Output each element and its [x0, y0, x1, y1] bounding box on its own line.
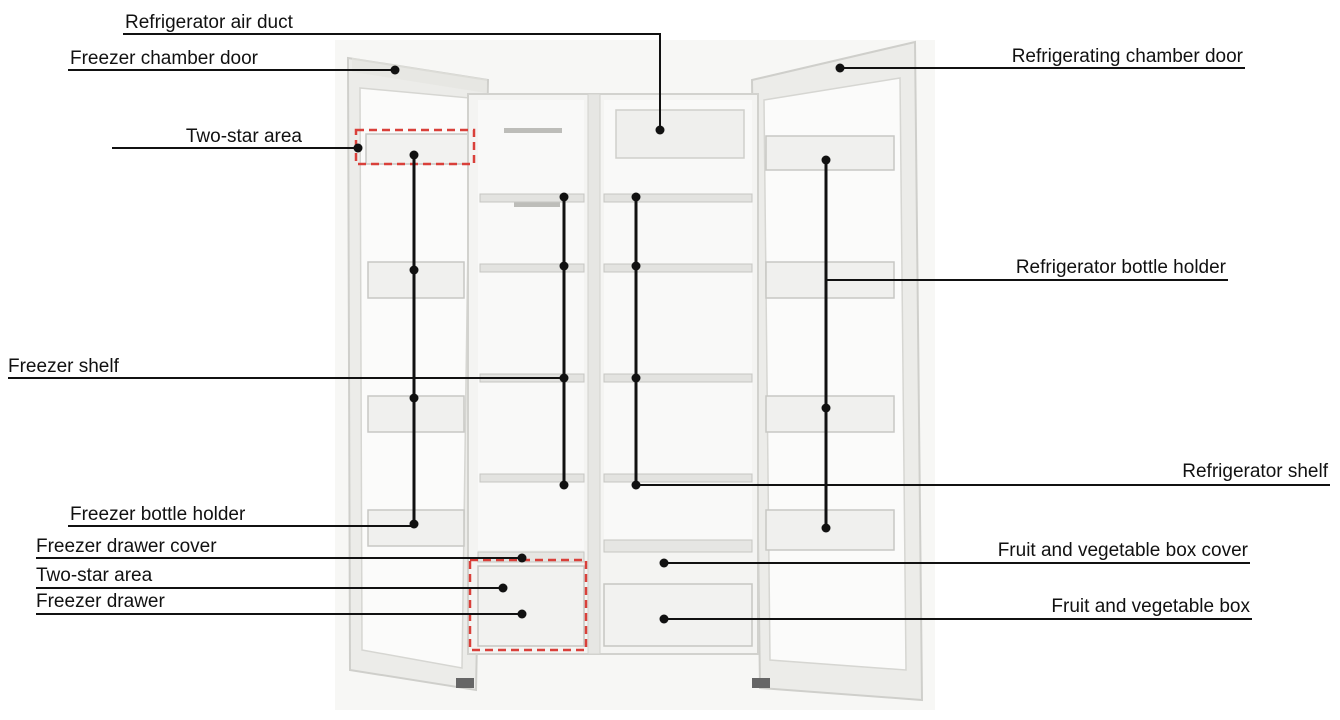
fruit-box-shape: [604, 584, 752, 646]
dot-fridge-shelf-4: [632, 481, 641, 490]
dot-air-duct: [656, 126, 665, 135]
dot-freezer-drawer: [518, 610, 527, 619]
fridge-door-bin: [766, 136, 894, 170]
dot-freezer-bin-4: [410, 520, 419, 529]
dot-fridge-shelf-1: [632, 193, 641, 202]
dot-freezer-shelf-2: [560, 262, 569, 271]
dot-freezer-drawer-cover: [518, 554, 527, 563]
label-fruit-vegetable-box-cover: Fruit and vegetable box cover: [998, 540, 1249, 561]
label-fruit-vegetable-box: Fruit and vegetable box: [1051, 596, 1250, 617]
fruit-box-cover-shape: [604, 540, 752, 552]
label-freezer-chamber-door: Freezer chamber door: [70, 48, 259, 69]
freezer-drawer-shape: [478, 566, 584, 646]
freezer-shelf-glass: [480, 194, 584, 202]
cabinet-interior: [468, 94, 758, 654]
fridge-shelf-glass: [604, 374, 752, 382]
air-duct-panel: [616, 110, 744, 158]
dot-freezer-shelf-4: [560, 481, 569, 490]
freezer-door-top-box: [366, 134, 468, 164]
label-two-star-area-top: Two-star area: [186, 126, 303, 147]
dot-freezer-door: [391, 66, 400, 75]
dot-two-star-bottom: [499, 584, 508, 593]
label-freezer-drawer: Freezer drawer: [36, 591, 165, 612]
fridge-shelf-glass: [604, 474, 752, 482]
dot-freezer-shelf-1: [560, 193, 569, 202]
fridge-door-bin: [766, 396, 894, 432]
label-refrigerator-shelf: Refrigerator shelf: [1182, 461, 1328, 482]
label-refrigerating-chamber-door: Refrigerating chamber door: [1012, 46, 1244, 67]
dot-fridge-door: [836, 64, 845, 73]
dot-freezer-bin-3: [410, 394, 419, 403]
dot-fridge-shelf-3: [632, 374, 641, 383]
fridge-shelf-glass: [604, 194, 752, 202]
dot-two-star-top: [354, 144, 363, 153]
refrigerator-door: [752, 42, 922, 700]
label-freezer-bottle-holder: Freezer bottle holder: [70, 504, 246, 525]
label-refrigerator-air-duct: Refrigerator air duct: [125, 12, 294, 33]
dot-fruit-box-cover: [660, 559, 669, 568]
dot-freezer-bin-1: [410, 151, 419, 160]
label-refrigerator-bottle-holder: Refrigerator bottle holder: [1016, 257, 1227, 278]
dot-freezer-bin-2: [410, 266, 419, 275]
label-freezer-shelf: Freezer shelf: [8, 356, 120, 377]
dot-fridge-shelf-2: [632, 262, 641, 271]
dot-fridge-bin-1: [822, 156, 831, 165]
label-freezer-drawer-cover: Freezer drawer cover: [36, 536, 217, 557]
dot-fridge-bin-3: [822, 524, 831, 533]
fridge-shelf-glass: [604, 264, 752, 272]
dot-freezer-shelf-3: [560, 374, 569, 383]
freezer-shelf-glass: [480, 474, 584, 482]
dot-fruit-box: [660, 615, 669, 624]
label-two-star-area-bottom: Two-star area: [36, 565, 153, 586]
dot-fridge-bin-2: [822, 404, 831, 413]
